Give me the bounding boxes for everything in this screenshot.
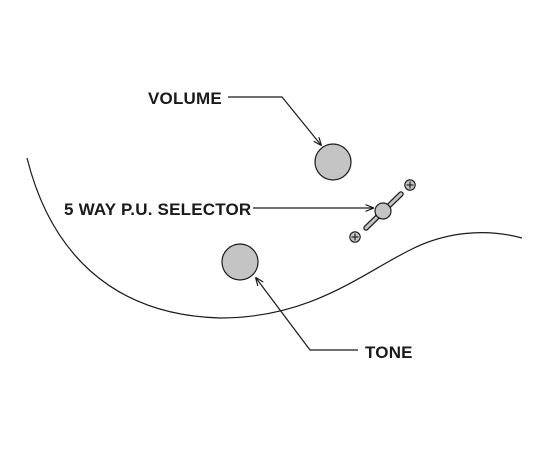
selector-label: 5 WAY P.U. SELECTOR [64, 200, 251, 219]
volume-label: VOLUME [148, 89, 222, 108]
volume-knob[interactable] [314, 143, 352, 181]
volume-leader-line [228, 96, 321, 145]
screw-icon [404, 179, 416, 191]
selector-knob[interactable] [374, 202, 392, 220]
tone-label: TONE [365, 343, 413, 362]
screw-icon [349, 231, 361, 243]
pickup-selector-switch[interactable] [363, 191, 404, 231]
tone-knob[interactable] [221, 243, 259, 281]
guitar-body-outline [26, 157, 523, 319]
tone-leader-line [256, 278, 358, 351]
